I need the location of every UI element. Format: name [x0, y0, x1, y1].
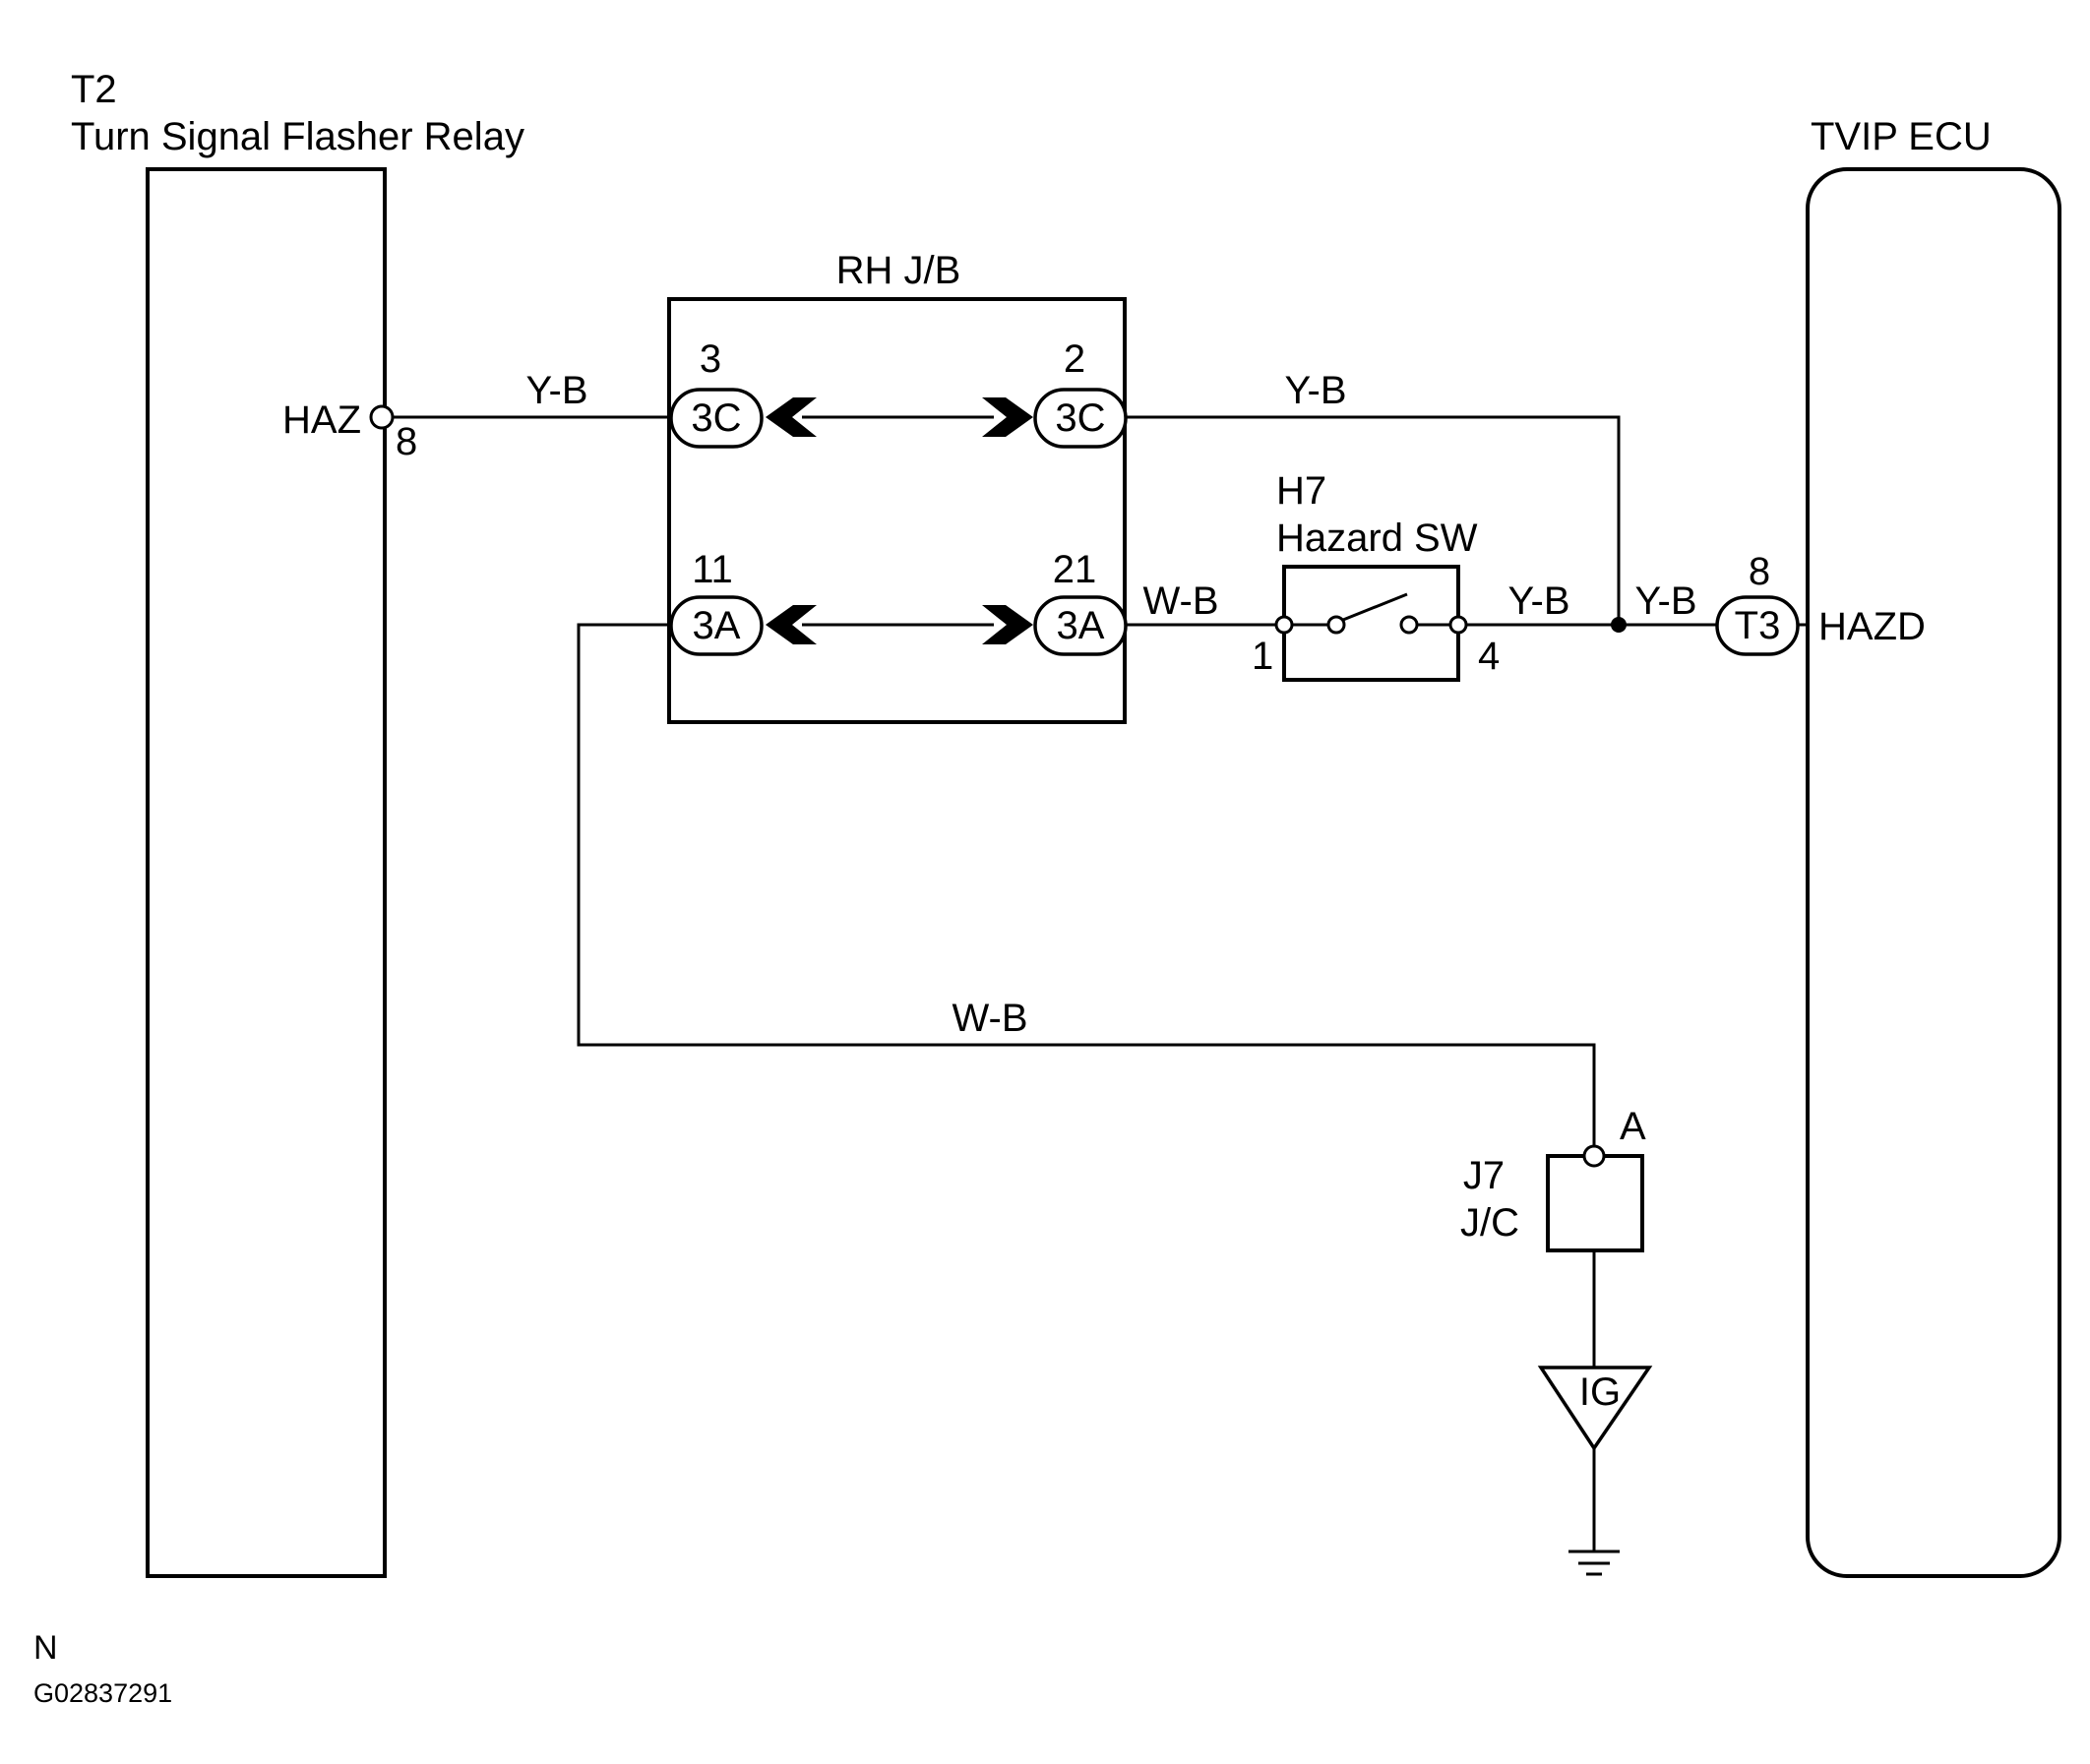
connector-t3	[1715, 595, 1800, 656]
wire-junction-dot	[1611, 617, 1627, 633]
connector-t3-label: T3	[1735, 604, 1781, 647]
connector-bottom-left-pin: 11	[692, 548, 733, 591]
ecu-pin-number: 8	[1749, 550, 1770, 593]
junction-connector-pin: A	[1620, 1105, 1646, 1148]
junction-connector-code: J7	[1463, 1154, 1505, 1197]
ground-symbol-icon	[1568, 1550, 1620, 1576]
chevron-left-icon	[766, 397, 817, 437]
ecu-box	[1806, 167, 2061, 1578]
chevron-right-icon	[982, 605, 1033, 644]
connector-bottom-right-label: 3A	[1057, 604, 1105, 647]
switch-terminal-1	[1274, 615, 1294, 635]
ground-point-icon	[1537, 1366, 1653, 1452]
hazard-switch-pin-in: 1	[1252, 635, 1273, 678]
wires	[390, 415, 1808, 1551]
wire-color-label: W-B	[1142, 579, 1218, 623]
section-letter: N	[33, 1629, 58, 1667]
wire-color-label: Y-B	[1634, 579, 1696, 623]
hazard-switch-code: H7	[1276, 469, 1326, 513]
connector-top-left: 3 3C	[669, 337, 817, 449]
junction-block-box	[667, 297, 1127, 724]
hazard-switch-pin-out: 4	[1478, 635, 1500, 678]
connector-top-right: 2 3C	[982, 337, 1128, 449]
flasher-terminal	[369, 404, 395, 430]
flasher-code: T2	[71, 68, 117, 111]
switch-contact-arm	[1337, 592, 1408, 624]
junction-block-name: RH J/B	[836, 249, 961, 292]
chevron-left-icon	[766, 605, 817, 644]
flasher-pin-number: 8	[396, 420, 417, 463]
junction-connector-name: J/C	[1460, 1201, 1519, 1245]
switch-terminal-4	[1448, 615, 1468, 635]
connector-top-left-pin: 3	[700, 337, 721, 381]
connector-top-right-label: 3C	[1055, 396, 1105, 440]
ecu-name: TVIP ECU	[1811, 115, 1992, 158]
chevron-right-icon	[982, 397, 1033, 437]
connector-bottom-right-pin: 21	[1053, 548, 1097, 591]
wire-color-label: Y-B	[1284, 369, 1346, 412]
figure-id: G02837291	[33, 1678, 172, 1708]
connector-bottom-left-label: 3A	[693, 604, 741, 647]
wire-color-label: W-B	[952, 997, 1027, 1040]
ground-point-label: IG	[1579, 1370, 1621, 1414]
switch-contact-fixed	[1399, 615, 1419, 635]
flasher-name: Turn Signal Flasher Relay	[71, 115, 524, 158]
wire-color-label: Y-B	[1507, 579, 1569, 623]
hazard-switch-name: Hazard SW	[1276, 517, 1478, 560]
junction-connector-terminal	[1582, 1144, 1606, 1168]
connector-bottom-left: 11 3A	[669, 548, 817, 656]
switch-contact-fixed	[1326, 615, 1346, 635]
flasher-terminal-label: HAZ	[282, 398, 361, 442]
connector-top-left-label: 3C	[691, 396, 741, 440]
wire-color-label: Y-B	[525, 369, 587, 412]
ecu-terminal-label: HAZD	[1818, 605, 1926, 648]
connector-top-right-pin: 2	[1064, 337, 1085, 381]
connector-bottom-right: 21 3A	[982, 548, 1128, 656]
flasher-relay-box	[146, 167, 387, 1578]
junction-connector-box	[1546, 1154, 1644, 1252]
